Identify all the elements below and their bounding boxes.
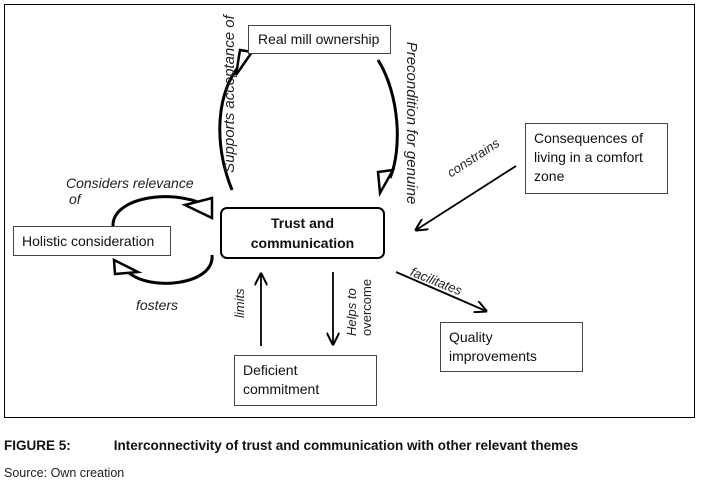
label-helps-line1: Helps to bbox=[344, 288, 359, 336]
node-trust-line2: communication bbox=[250, 235, 355, 251]
open-triangle-arrowhead-icon bbox=[376, 168, 396, 198]
edge-precondition bbox=[376, 59, 399, 179]
label-helps-overcome: Helps to overcome bbox=[344, 279, 374, 336]
edge-constrains bbox=[416, 165, 517, 230]
node-quality-line1: Quality bbox=[449, 329, 493, 345]
open-triangle-arrowhead-icon bbox=[234, 48, 255, 76]
source-label: Source: bbox=[4, 466, 48, 480]
label-considers-relevance: Considers relevance of bbox=[66, 175, 194, 207]
label-fosters: fosters bbox=[136, 297, 179, 313]
node-deficient-line1: Deficient bbox=[243, 362, 298, 378]
label-supports-acceptance: Supports acceptance of bbox=[221, 15, 238, 173]
node-consequences-comfort-zone: Consequences of living in a comfort zone bbox=[525, 123, 668, 194]
edge-considers-relevance bbox=[111, 195, 206, 227]
open-triangle-arrowhead-icon bbox=[112, 257, 143, 276]
label-considers-line2: of bbox=[69, 191, 81, 207]
edge-fosters bbox=[126, 254, 214, 285]
node-consequences-line3: zone bbox=[534, 168, 565, 184]
node-quality-line2: improvements bbox=[449, 348, 537, 364]
open-triangle-arrowhead-icon bbox=[181, 196, 214, 220]
label-precondition: Precondition for genuine bbox=[403, 41, 420, 205]
label-helps-line2: overcome bbox=[359, 278, 374, 336]
edge-supports-acceptance bbox=[218, 64, 242, 191]
label-considers-line1: Considers relevance bbox=[66, 175, 194, 191]
label-limits: limits bbox=[232, 288, 247, 318]
node-holistic-consideration-label: Holistic consideration bbox=[22, 233, 155, 249]
source-value: Own creation bbox=[50, 466, 125, 480]
node-consequences-line2: living in a comfort bbox=[534, 149, 643, 165]
node-deficient-line2: commitment bbox=[243, 381, 320, 397]
node-consequences-line1: Consequences of bbox=[534, 130, 643, 146]
figure-title: Interconnectivity of trust and communica… bbox=[113, 438, 579, 453]
node-trust-and-communication: Trust and communication bbox=[220, 207, 385, 259]
node-quality-improvements: Quality improvements bbox=[440, 322, 583, 372]
figure-caption: FIGURE 5: Interconnectivity of trust and… bbox=[4, 438, 578, 453]
node-trust-line1: Trust and bbox=[270, 215, 334, 231]
node-real-mill-ownership: Real mill ownership bbox=[248, 25, 391, 54]
node-holistic-consideration: Holistic consideration bbox=[13, 226, 171, 256]
diagram-frame bbox=[4, 4, 695, 418]
figure-label: FIGURE 5: bbox=[4, 438, 71, 453]
figure-source: Source: Own creation bbox=[4, 466, 124, 480]
node-deficient-commitment: Deficient commitment bbox=[234, 355, 377, 406]
node-real-mill-ownership-label: Real mill ownership bbox=[258, 31, 380, 47]
edge-facilitates bbox=[395, 271, 486, 311]
